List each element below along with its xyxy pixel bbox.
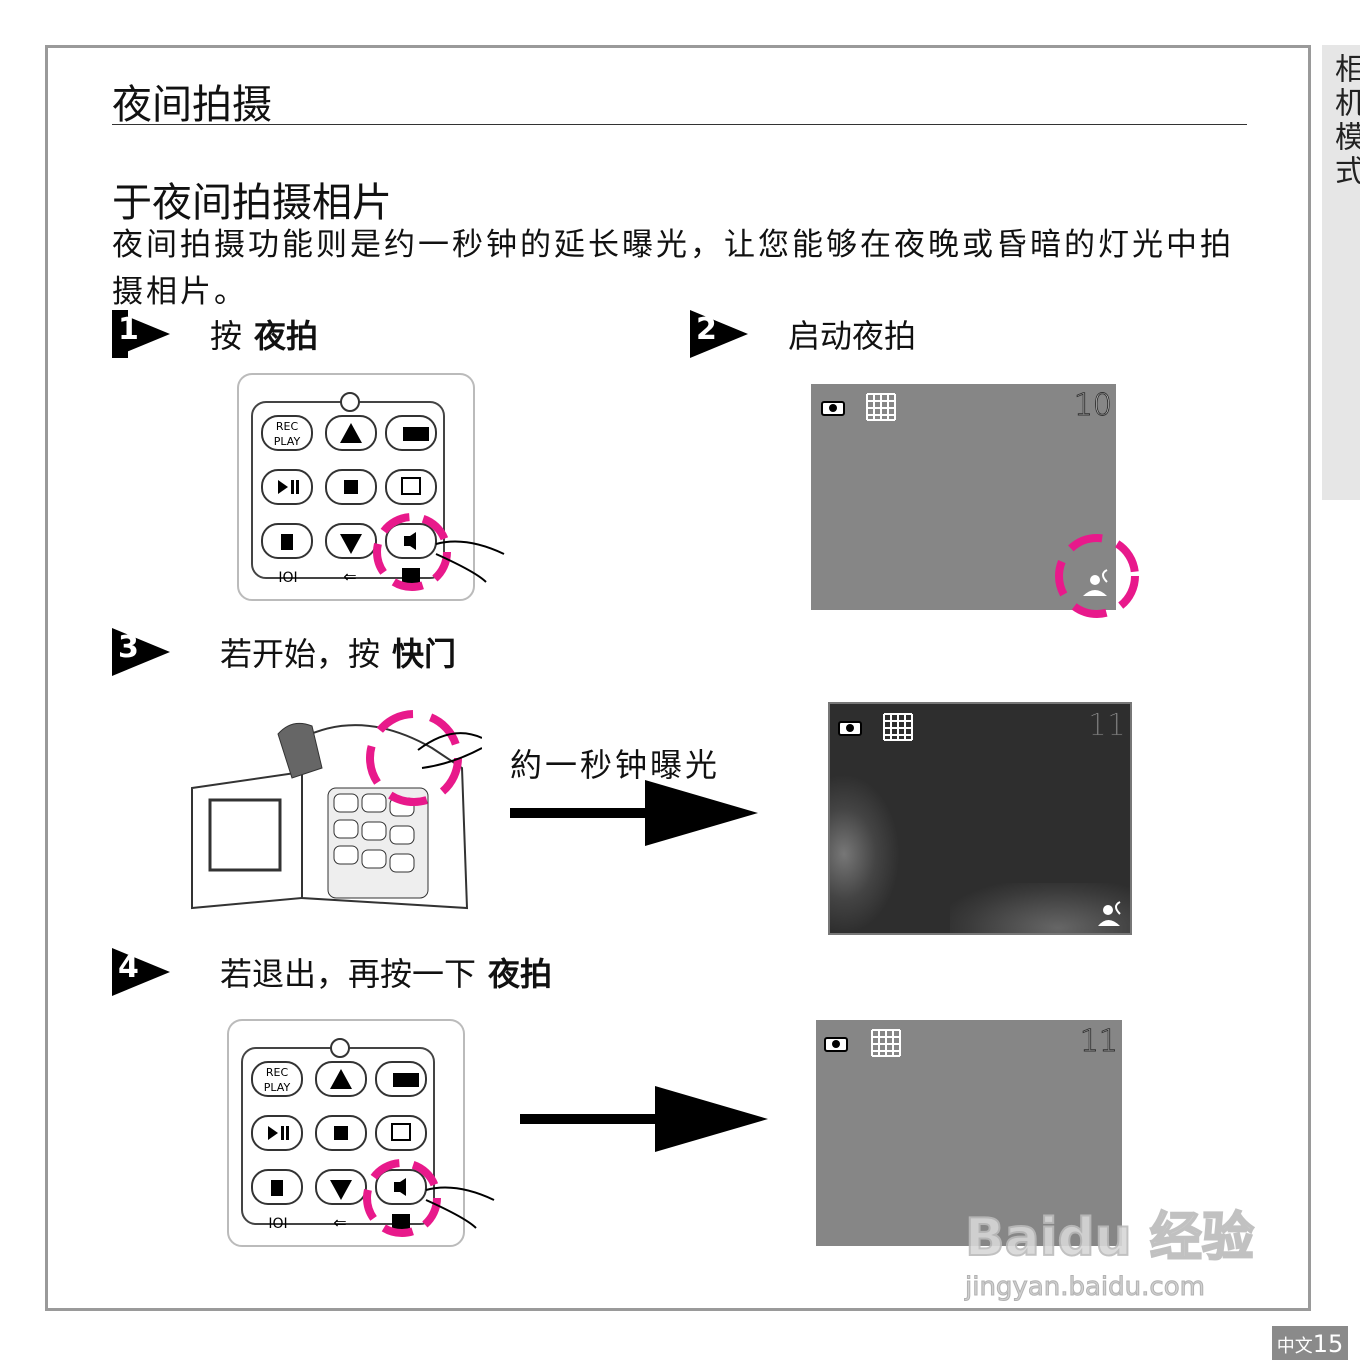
- watermark-line2: jingyan.baidu.com: [965, 1272, 1206, 1303]
- lcd-screen-night-enabled: 10: [811, 384, 1139, 618]
- shot-counter: 11: [1079, 1024, 1118, 1060]
- resolution-grid-icon: [871, 1029, 901, 1057]
- svg-text:REC: REC: [266, 1066, 289, 1079]
- step-3: 3 若开始，按快门: [112, 628, 456, 676]
- lcd-screen-night-disabled: 11: [816, 1020, 1122, 1246]
- exposure-label: 約一秒钟曝光: [510, 746, 721, 784]
- step-3-marker: 3: [112, 628, 170, 676]
- camera-icon: [824, 1037, 848, 1052]
- night-mode-icon: [1055, 534, 1139, 618]
- step-4-label: 若退出，再按一下夜拍: [220, 955, 553, 993]
- step-3-label: 若开始，按快门: [220, 635, 457, 673]
- step-1-label: 按夜拍: [210, 317, 319, 355]
- svg-text:⇐: ⇐: [343, 567, 356, 586]
- arrow-icon: [510, 780, 758, 846]
- svg-text:IOI: IOI: [268, 1216, 287, 1232]
- side-tab: 相机模式: [1322, 45, 1360, 500]
- step-4-number: 4: [118, 950, 139, 985]
- step-2: 2 启动夜拍: [690, 310, 916, 358]
- arrow-icon: [520, 1086, 768, 1152]
- svg-text:⇐: ⇐: [333, 1213, 346, 1232]
- step-1-number: 1: [118, 312, 139, 347]
- svg-text:IOI: IOI: [278, 570, 297, 586]
- page-number-prefix: 中文: [1276, 1336, 1313, 1357]
- side-tab-label: 相机模式: [1329, 53, 1360, 189]
- description: 夜间拍摄功能则是约一秒钟的延长曝光，让您能够在夜晚或昏暗的灯光中拍摄相片。: [112, 227, 1234, 310]
- step-4: 4 若退出，再按一下夜拍: [112, 948, 552, 996]
- title-rule: [112, 124, 1247, 125]
- step-2-number: 2: [696, 312, 717, 347]
- svg-text:PLAY: PLAY: [264, 1081, 291, 1094]
- remote-control-illustration: REC PLAY IOI ⇐: [236, 372, 516, 608]
- camera-icon: [838, 721, 862, 736]
- lcd-screen-night-photo: 11: [828, 702, 1132, 935]
- remote-control-illustration: REC PLAY IOI ⇐: [226, 1018, 506, 1254]
- shot-counter: 11: [1087, 708, 1126, 744]
- page-number-value: 15: [1312, 1330, 1344, 1358]
- watermark-line1: Baidu 经验: [964, 1207, 1255, 1269]
- step-2-marker: 2: [690, 310, 748, 358]
- shot-counter: 10: [1073, 388, 1112, 424]
- resolution-grid-icon: [866, 393, 896, 421]
- camera-icon: [821, 401, 845, 416]
- step-4-marker: 4: [112, 948, 170, 996]
- step-2-label: 启动夜拍: [788, 317, 917, 355]
- step-1-marker: 1: [112, 310, 170, 358]
- resolution-grid-icon: [883, 713, 913, 741]
- svg-text:PLAY: PLAY: [274, 435, 301, 448]
- step-1: 1 按夜拍: [112, 310, 318, 358]
- cloud-left: [830, 774, 900, 934]
- night-mode-icon: [1098, 901, 1121, 926]
- camcorder-illustration: [182, 708, 483, 932]
- step-3-number: 3: [118, 630, 139, 665]
- page-title: 夜间拍摄: [112, 82, 272, 128]
- page-frame: [45, 45, 1311, 1311]
- baidu-watermark: Baidu 经验 jingyan.baidu.com: [964, 1195, 1255, 1303]
- section-subtitle: 于夜间拍摄相片: [112, 180, 392, 226]
- svg-text:REC: REC: [276, 420, 299, 433]
